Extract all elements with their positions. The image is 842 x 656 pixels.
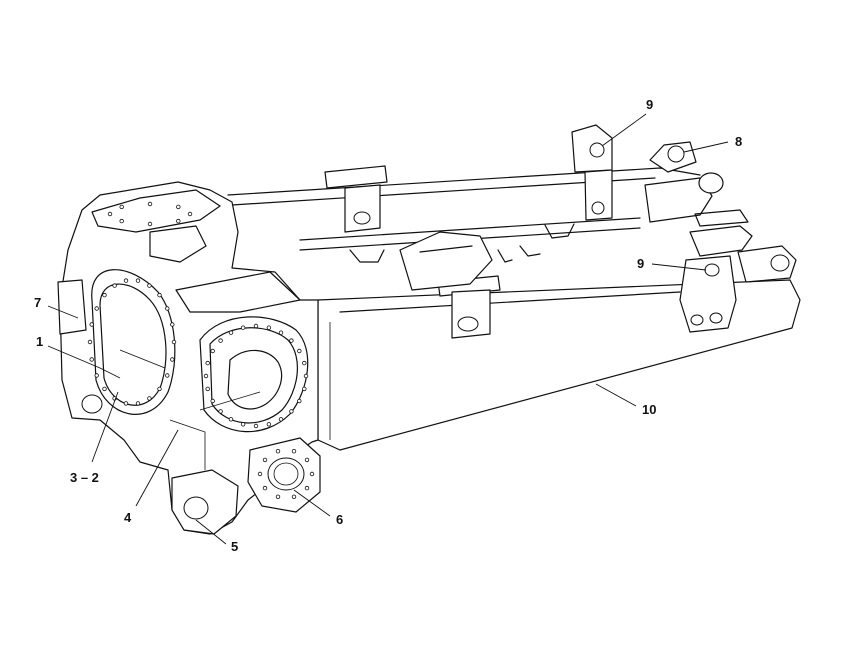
bolt-hole — [94, 306, 99, 311]
bolt-hole — [228, 417, 234, 422]
bolt-hole — [205, 386, 210, 392]
bolt-hole — [112, 283, 117, 288]
bolt-hole — [304, 457, 310, 463]
bolt-hole — [302, 386, 307, 392]
bolt-hole — [119, 218, 124, 224]
bolt-hole — [253, 323, 259, 329]
callout-label-3-2: 3 – 2 — [70, 470, 99, 485]
bolt-hole — [297, 398, 302, 404]
bolt-hole — [147, 221, 153, 227]
callout-labels: 1 3 – 2 4 5 6 7 8 9 9 10 — [34, 97, 742, 554]
callout-label-4: 4 — [124, 510, 132, 525]
callout-label-9-lower: 9 — [637, 256, 644, 271]
bolt-hole — [123, 401, 129, 406]
bolt-hole — [302, 360, 307, 366]
bolt-hole — [218, 409, 223, 414]
bolt-hole — [176, 204, 181, 210]
bolt-hole — [240, 325, 246, 330]
bolt-hole — [119, 204, 124, 210]
bolt-hole — [289, 409, 294, 414]
bolt-hole — [171, 339, 177, 345]
bolt-hole — [147, 283, 152, 288]
callout-label-5: 5 — [231, 539, 238, 554]
bolt-hole — [176, 218, 181, 224]
bolt-hole — [291, 449, 297, 454]
bolt-hole — [303, 373, 309, 379]
callout-label-6: 6 — [336, 512, 343, 527]
bolt-hole — [102, 386, 107, 392]
bolt-hole — [170, 322, 175, 327]
bolt-hole — [262, 457, 268, 463]
bolt-hole — [87, 339, 93, 345]
bolt-hole — [102, 292, 107, 298]
bolt-hole — [275, 494, 281, 499]
bolt-rings — [87, 201, 315, 499]
bolt-hole — [203, 373, 209, 379]
bolt-hole — [89, 357, 94, 362]
leader-lines — [47, 113, 729, 545]
bolt-hole — [89, 322, 94, 327]
bolt-hole — [253, 423, 259, 429]
bolt-hole — [210, 348, 215, 354]
main-frame-rails — [227, 167, 801, 451]
bolt-hole — [289, 338, 294, 343]
bolt-hole — [304, 485, 310, 491]
front-main-case — [57, 181, 321, 535]
bolt-hole — [278, 417, 284, 422]
callout-label-9-upper: 9 — [646, 97, 653, 112]
bolt-hole — [275, 449, 281, 454]
bolt-hole — [135, 278, 141, 283]
bolt-hole — [228, 330, 234, 335]
bolt-hole — [147, 201, 153, 207]
bolt-hole — [291, 494, 297, 499]
bolt-hole — [147, 396, 152, 401]
bolt-hole — [218, 338, 223, 343]
bolt-hole — [170, 357, 175, 362]
bolt-hole — [262, 485, 268, 491]
bolt-hole — [157, 292, 162, 298]
bolt-hole — [210, 398, 215, 404]
bolt-hole — [165, 306, 170, 311]
bolt-hole — [266, 325, 272, 330]
bolt-hole — [135, 401, 141, 406]
upper-bracket-plates — [324, 165, 575, 339]
bolt-hole — [123, 278, 129, 283]
callout-label-10: 10 — [642, 402, 656, 417]
bolt-hole — [278, 330, 284, 335]
bolt-hole — [240, 422, 246, 427]
rear-upper-mount — [571, 124, 697, 221]
bolt-hole — [187, 211, 193, 217]
bolt-hole — [257, 471, 263, 477]
callout-label-1: 1 — [36, 334, 43, 349]
bolt-hole — [309, 471, 315, 477]
callout-label-8: 8 — [735, 134, 742, 149]
bolt-hole — [107, 211, 113, 217]
bolt-hole — [205, 360, 210, 366]
bolt-hole — [297, 348, 302, 354]
callout-label-7: 7 — [34, 295, 41, 310]
rear-lower-mount — [679, 209, 753, 333]
bolt-hole — [165, 373, 170, 378]
bolt-hole — [157, 386, 162, 392]
bolt-hole — [266, 422, 272, 427]
bolt-hole — [94, 373, 99, 378]
